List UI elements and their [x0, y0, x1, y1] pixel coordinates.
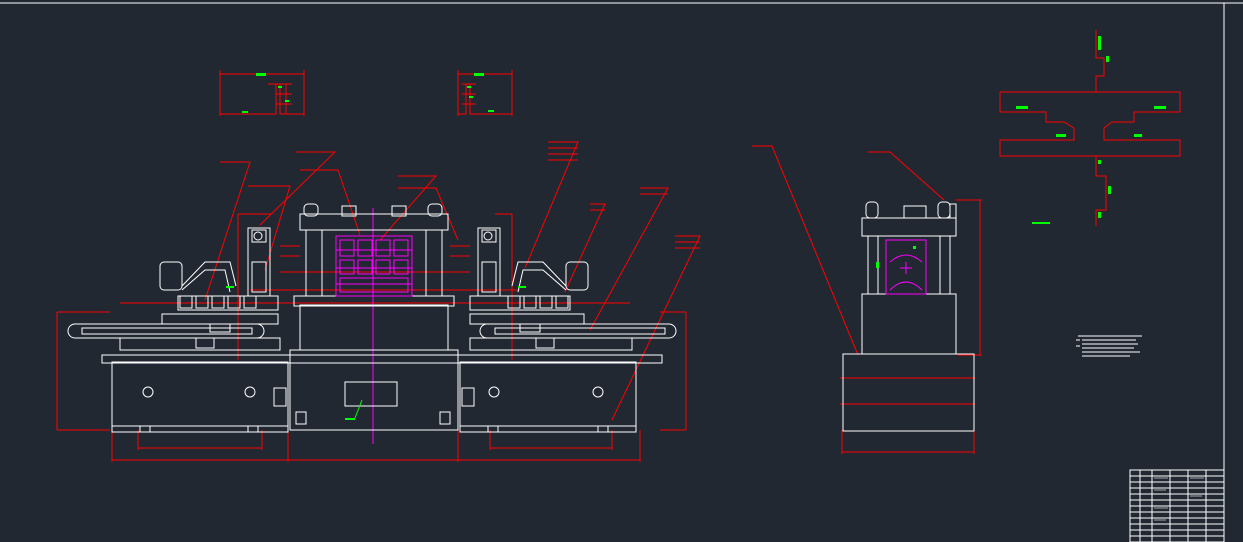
detail-left-marks: [242, 73, 289, 113]
side-elevation-view: [752, 145, 982, 454]
title-block: [1129, 469, 1225, 542]
profile-section-view: [999, 30, 1181, 226]
technical-notes: [1076, 335, 1142, 357]
front-elevation-view: [56, 141, 701, 462]
side-annotation-marks: [876, 246, 916, 268]
side-machine-outline: [842, 201, 975, 432]
front-machine-outline: [67, 203, 677, 433]
detail-left-view: [219, 70, 305, 116]
front-annotation-marks: [226, 286, 526, 420]
detail-right-marks: [467, 73, 494, 112]
detail-right-view: [457, 70, 513, 116]
side-dimension-lines: [752, 145, 982, 454]
profile-section-marks: [1016, 36, 1166, 224]
front-press-tooling: [335, 235, 413, 297]
side-press-tooling: [885, 239, 927, 295]
front-dimension-lines: [56, 141, 701, 462]
